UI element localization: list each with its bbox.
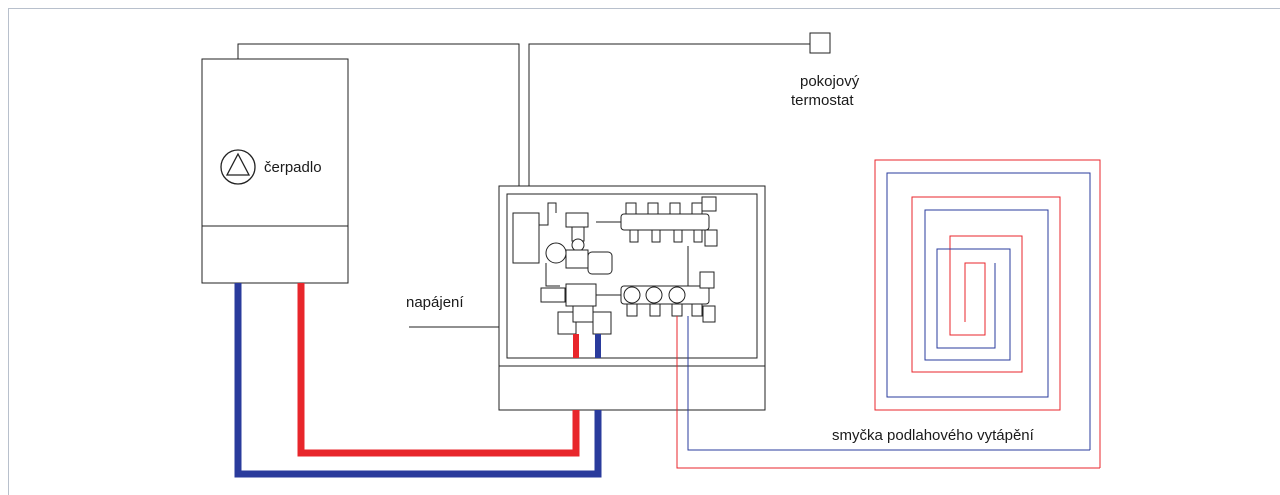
page-border xyxy=(8,8,1280,495)
room-thermostat-icon xyxy=(809,32,831,54)
mixing-unit xyxy=(539,202,621,335)
pump-label: čerpadlo xyxy=(264,159,322,176)
floor-loop-label: smyčka podlahového vytápění xyxy=(832,427,1035,444)
pump-icon xyxy=(220,149,256,185)
control-box xyxy=(512,212,540,264)
loop-return-line xyxy=(687,316,1090,451)
loop-supply-line xyxy=(676,316,1100,469)
cold-return-pipe xyxy=(234,283,602,478)
thermostat-label-line1: pokojový xyxy=(800,73,860,90)
power-label: napájení xyxy=(406,294,464,311)
thermostat-label-line2: termostat xyxy=(791,92,854,109)
lower-manifold xyxy=(620,246,716,323)
floor-heating-loop xyxy=(874,159,1101,468)
hot-supply-pipe xyxy=(297,283,580,457)
boiler xyxy=(201,58,349,284)
upper-manifold xyxy=(620,196,718,247)
